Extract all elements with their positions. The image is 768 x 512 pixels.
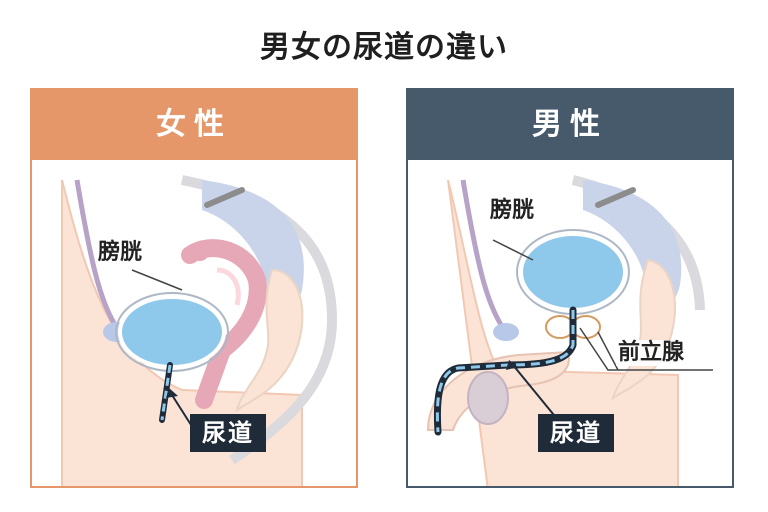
- female-anatomy-illustration: [61, 175, 338, 486]
- male-urethra-callout: 尿道: [538, 414, 614, 452]
- female-header: 女性: [32, 90, 356, 160]
- female-bladder-label: 膀胱: [96, 240, 145, 266]
- page-title: 男女の尿道の違い: [260, 30, 508, 65]
- female-urethra-callout: 尿道: [190, 414, 266, 452]
- male-anatomy-illustration: [426, 175, 713, 486]
- male-bladder-label: 膀胱: [488, 198, 537, 224]
- female-panel: 女性 膀胱 尿道: [30, 88, 358, 488]
- male-prostate-label: 前立腺: [616, 340, 687, 366]
- male-header: 男性: [408, 90, 732, 160]
- male-panel: 男性 膀胱 前立腺 尿道: [406, 88, 734, 488]
